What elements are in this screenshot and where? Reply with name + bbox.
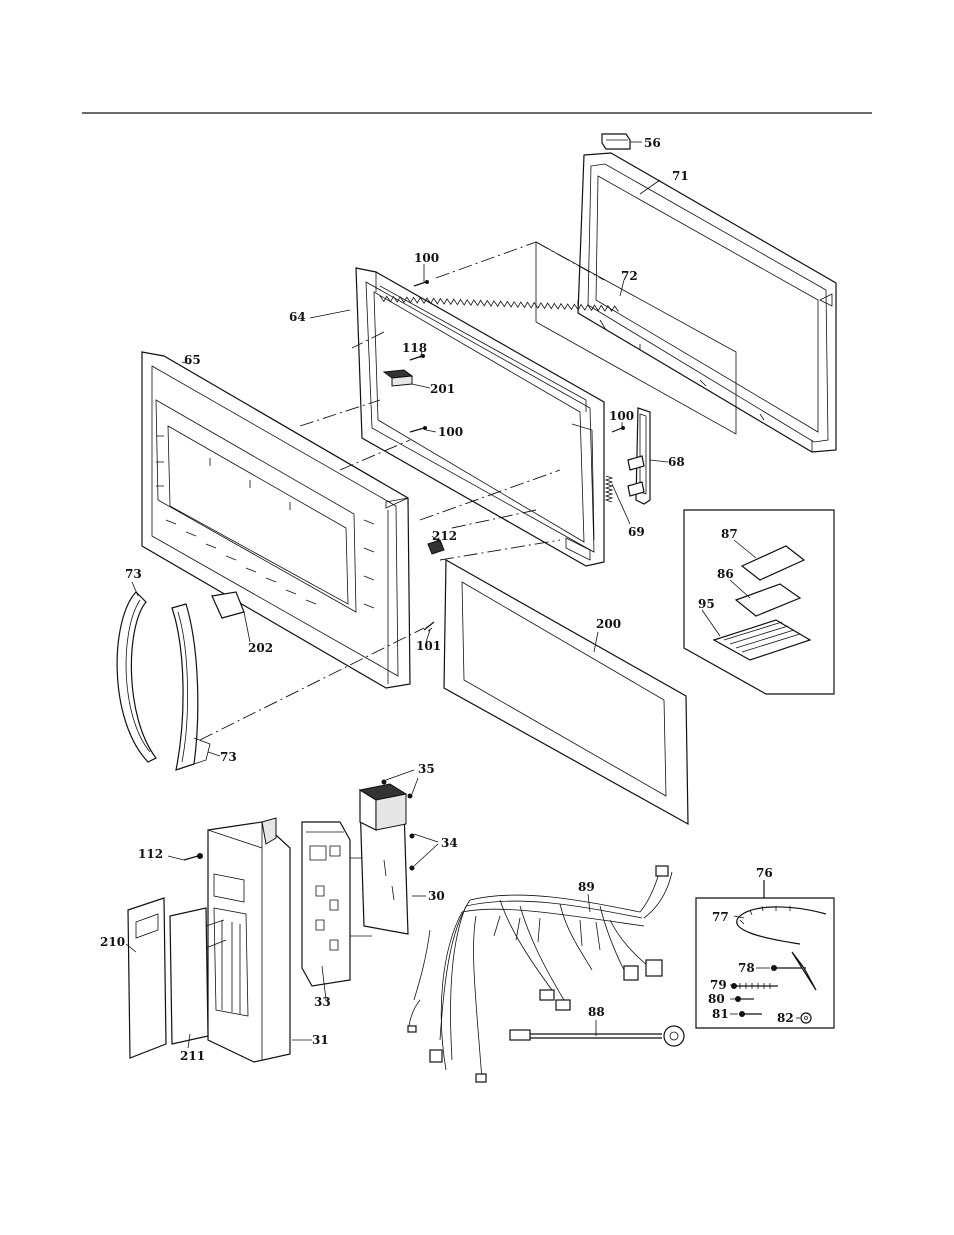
part-89-wire-harness[interactable]	[408, 866, 672, 1082]
screw-101[interactable]	[424, 622, 434, 631]
part-210-overlay[interactable]	[128, 898, 166, 1058]
callout-79: 79	[710, 978, 727, 992]
callout-71: 71	[672, 169, 689, 183]
callout-76: 76	[756, 866, 773, 880]
callout-210: 210	[100, 935, 125, 949]
part-88-ground-wire[interactable]	[510, 1026, 684, 1046]
callout-33: 33	[314, 995, 331, 1009]
part-80-screw[interactable]	[735, 996, 754, 1002]
callout-78: 78	[738, 961, 755, 975]
part-73-handle-left[interactable]	[117, 592, 156, 762]
part-86-sheet[interactable]	[736, 584, 800, 616]
screws-34[interactable]	[410, 834, 439, 871]
part-56-latch[interactable]	[602, 134, 630, 149]
callout-80: 80	[708, 992, 725, 1006]
callout-112: 112	[138, 847, 163, 861]
part-95-filter[interactable]	[714, 620, 810, 660]
part-73-handle-right[interactable]	[172, 604, 210, 770]
part-71-door-frame[interactable]	[578, 153, 836, 452]
callout-86: 86	[717, 567, 734, 581]
callout-89: 89	[578, 880, 595, 894]
callout-100-mid: 100	[438, 425, 463, 439]
callout-202: 202	[248, 641, 273, 655]
part-79-long-screw[interactable]	[731, 983, 778, 989]
part-200-door-glass[interactable]	[444, 560, 688, 824]
part-69-spring[interactable]	[606, 476, 612, 502]
callout-95: 95	[698, 597, 715, 611]
part-77-strap[interactable]	[737, 906, 826, 944]
callout-101: 101	[416, 639, 441, 653]
callout-82: 82	[777, 1011, 794, 1025]
callout-64: 64	[289, 310, 306, 324]
callout-118: 118	[402, 341, 427, 355]
callout-31: 31	[312, 1033, 329, 1047]
part-81-screw[interactable]	[739, 1011, 762, 1017]
leader-dash-7	[440, 540, 560, 560]
callout-100-top: 100	[414, 251, 439, 265]
part-82-washer[interactable]	[801, 1013, 811, 1023]
callout-212: 212	[432, 529, 457, 543]
callout-68: 68	[668, 455, 685, 469]
callout-73-bottom: 73	[220, 750, 237, 764]
callout-81: 81	[712, 1007, 729, 1021]
callout-69: 69	[628, 525, 645, 539]
callout-211: 211	[180, 1049, 205, 1063]
callout-34: 34	[441, 836, 458, 850]
callout-87: 87	[721, 527, 738, 541]
callout-201: 201	[430, 382, 455, 396]
callout-35: 35	[418, 762, 435, 776]
callout-56: 56	[644, 136, 661, 150]
callout-73-top: 73	[125, 567, 142, 581]
part-31-control-frame[interactable]	[208, 818, 290, 1062]
screw-100-top[interactable]	[414, 280, 429, 286]
callout-88: 88	[588, 1005, 605, 1019]
callout-72: 72	[621, 269, 638, 283]
leader-dash-1	[436, 242, 536, 278]
screw-100-right[interactable]	[612, 426, 625, 432]
callout-200: 200	[596, 617, 621, 631]
callout-77: 77	[712, 910, 729, 924]
callout-30: 30	[428, 889, 445, 903]
callout-100-right: 100	[609, 409, 634, 423]
part-35-display-module[interactable]	[360, 784, 406, 830]
part-87-sheet[interactable]	[742, 546, 804, 580]
part-78-toggle-bolt[interactable]	[771, 952, 816, 990]
callout-65: 65	[184, 353, 201, 367]
screw-112[interactable]	[184, 853, 203, 860]
